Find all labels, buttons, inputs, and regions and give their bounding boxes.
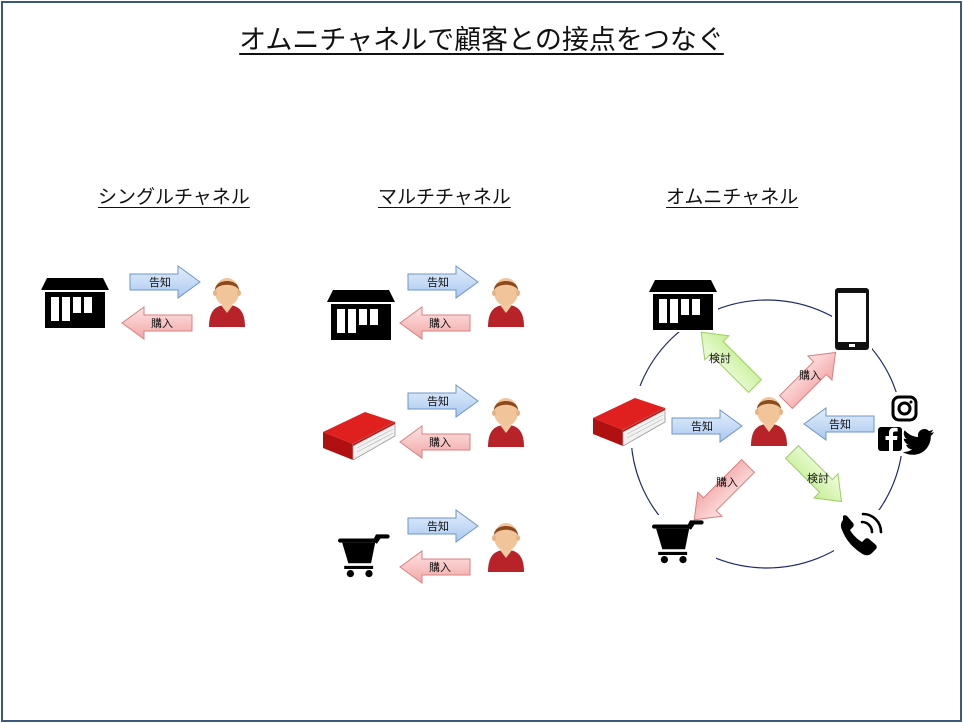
- notify-arrow: 告知: [129, 265, 201, 299]
- section-title-omni: オムニチャネル: [666, 186, 799, 208]
- smartphone-icon: [832, 286, 872, 352]
- store-icon: [41, 278, 109, 328]
- phone-icon: [840, 512, 883, 556]
- purchase-arrow: [778, 351, 837, 410]
- purchase-label: 購入: [429, 316, 451, 330]
- purchase-label: 購入: [429, 560, 451, 574]
- purchase-arrow: 購入: [399, 306, 471, 340]
- book-icon: [322, 411, 396, 460]
- notify-label: 告知: [691, 419, 713, 433]
- cart-icon: [340, 536, 388, 577]
- purchase-arrow: 購入: [399, 550, 471, 584]
- purchase-arrow: 購入: [121, 306, 193, 340]
- purchase-label: 購入: [151, 316, 173, 330]
- section-title-single: シングルチャネル: [98, 186, 250, 208]
- person-icon: [488, 278, 524, 327]
- consider-label: 検討: [807, 471, 829, 485]
- notify-label: 告知: [427, 275, 449, 289]
- notify-label: 告知: [149, 275, 171, 289]
- purchase-label: 購入: [429, 435, 451, 449]
- notify-arrow: 告知: [803, 407, 875, 441]
- section-title-multi: マルチチャネル: [378, 186, 511, 208]
- facebook-icon: [878, 427, 902, 451]
- purchase-arrow: 購入: [399, 425, 471, 459]
- consider-label: 検討: [709, 351, 731, 365]
- notify-arrow: 告知: [407, 509, 479, 543]
- store-icon: [649, 280, 717, 330]
- purchase-arrow: [693, 458, 756, 521]
- notify-arrow: 告知: [407, 265, 479, 299]
- person-icon: [488, 398, 524, 447]
- notify-label: 告知: [829, 417, 851, 431]
- instagram-icon: [891, 395, 918, 422]
- consider-arrow: [700, 331, 763, 394]
- person-icon: [751, 397, 787, 446]
- notify-arrow: 告知: [407, 384, 479, 418]
- consider-arrow: [784, 444, 843, 503]
- purchase-label: 購入: [716, 475, 738, 489]
- purchase-label: 購入: [799, 368, 821, 382]
- notify-arrow: 告知: [671, 409, 743, 443]
- notify-label: 告知: [427, 394, 449, 408]
- person-icon: [209, 278, 245, 327]
- page-title: オムニチャネルで顧客との接点をつなぐ: [239, 25, 724, 56]
- store-icon: [327, 290, 395, 340]
- twitter-icon: [902, 429, 934, 455]
- person-icon: [488, 523, 524, 572]
- notify-label: 告知: [427, 519, 449, 533]
